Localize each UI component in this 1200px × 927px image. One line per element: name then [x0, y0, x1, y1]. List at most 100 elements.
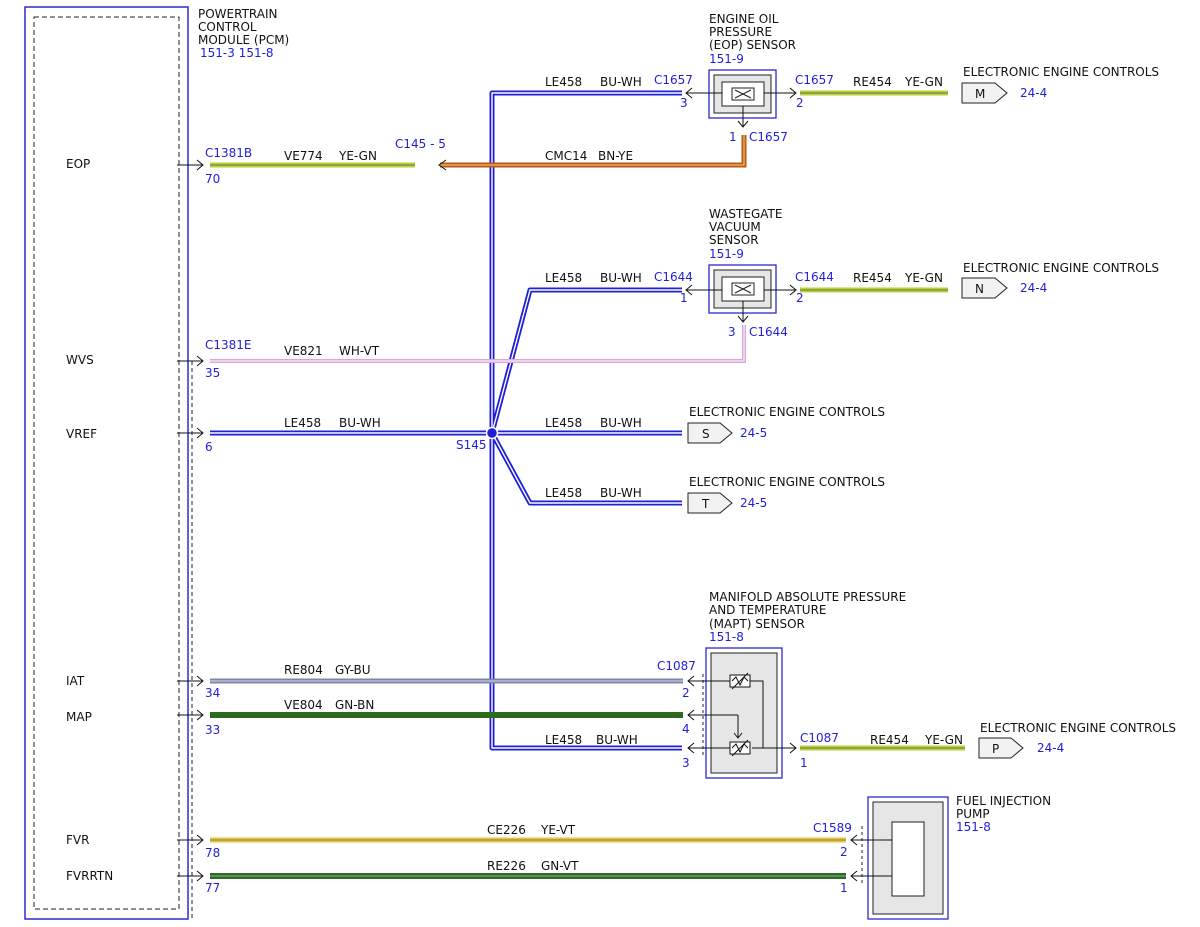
t-branch-color: BU-WH: [600, 486, 642, 500]
s-branch-circuit: LE458: [545, 416, 582, 430]
fuel-pump-pin-fvrrtn: 1: [840, 881, 848, 895]
eop-in-circuit: LE458: [545, 75, 582, 89]
splice-s145-label: S145: [456, 438, 487, 452]
pcm-title-line-2: CONTROL: [198, 20, 257, 34]
eop-sensor-conn-right: C1657: [795, 73, 834, 87]
eop-color: YE-GN: [338, 149, 377, 163]
mapt-pin-map: 4: [682, 722, 690, 736]
offpage-p-label: ELECTRONIC ENGINE CONTROLS: [980, 721, 1176, 735]
map-pin: 33: [205, 723, 220, 737]
offpage-t-ref: 24-5: [740, 496, 767, 510]
vref-pin: 6: [205, 440, 213, 454]
fuel-pump-pin-fvr: 2: [840, 845, 848, 859]
wvs-sensor-ref: 151-9: [709, 247, 744, 261]
pcm-title-line-1: POWERTRAIN: [198, 7, 278, 21]
pcm-pin-stubs: [177, 159, 204, 882]
fuel-pump-title-1: FUEL INJECTION: [956, 794, 1051, 808]
fvrrtn-color: GN-VT: [541, 859, 579, 873]
vref-harness: [210, 90, 682, 751]
offpage-s-label: ELECTRONIC ENGINE CONTROLS: [689, 405, 885, 419]
eop-sensor-title-3: (EOP) SENSOR: [709, 38, 796, 52]
offpage-t-connector: [687, 492, 733, 514]
wvs-wire: [210, 325, 746, 363]
wvs-sensor-conn-left: C1644: [654, 270, 693, 284]
fuel-pump-connector: C1589: [813, 821, 852, 835]
eop-sensor-title-1: ENGINE OIL: [709, 12, 779, 26]
eop-sensor-title-2: PRESSURE: [709, 25, 772, 39]
eop-out-color: YE-GN: [904, 75, 943, 89]
fvr-color: YE-VT: [540, 823, 576, 837]
fuel-pump-box: [850, 796, 949, 920]
eop-sensor-pin-left: 3: [680, 96, 688, 110]
mapt-pin-out: 1: [800, 756, 808, 770]
mapt-out-color: YE-GN: [924, 733, 963, 747]
eop-sensor-conn-bottom: C1657: [749, 130, 788, 144]
wvs-pin: 35: [205, 366, 220, 380]
eop-color-2: BN-YE: [598, 149, 633, 163]
wvs-sensor-title-2: VACUUM: [709, 220, 761, 234]
pin-label-fvrrtn: FVRRTN: [66, 869, 113, 883]
wvs-circuit: VE821: [284, 344, 323, 358]
eop-connector: C1381B: [205, 146, 252, 160]
offpage-m-ref: 24-4: [1020, 86, 1047, 100]
pin-label-eop: EOP: [66, 157, 90, 171]
wvs-sensor-pin-bottom: 3: [728, 325, 736, 339]
fuel-pump-title-2: PUMP: [956, 807, 990, 821]
fvrrtn-pin: 77: [205, 881, 220, 895]
wvs-in-color: BU-WH: [600, 271, 642, 285]
mapt-vref-color: BU-WH: [596, 733, 638, 747]
offpage-m-letter: M: [975, 87, 985, 101]
offpage-t-letter: T: [701, 497, 710, 511]
eop-circuit-2: CMC14: [545, 149, 587, 163]
wvs-color: WH-VT: [339, 344, 380, 358]
wvs-sensor-conn-right: C1644: [795, 270, 834, 284]
fuel-pump-ref: 151-8: [956, 820, 991, 834]
offpage-m-connector: [961, 82, 1008, 104]
eop-sensor-pin-right: 2: [796, 96, 804, 110]
offpage-n-label: ELECTRONIC ENGINE CONTROLS: [963, 261, 1159, 275]
pcm-refs: 151-3 151-8: [200, 46, 274, 60]
wvs-sensor-box: [685, 264, 797, 323]
wvs-in-circuit: LE458: [545, 271, 582, 285]
mapt-sensor-title-2: AND TEMPERATURE: [709, 603, 827, 617]
wvs-connector: C1381E: [205, 338, 252, 352]
mapt-out-circuit: RE454: [870, 733, 909, 747]
eop-pin: 70: [205, 172, 220, 186]
eop-sensor-conn-left: C1657: [654, 73, 693, 87]
mapt-sensor-conn-right: C1087: [800, 731, 839, 745]
mapt-vref-circuit: LE458: [545, 733, 582, 747]
pin-label-map: MAP: [66, 710, 92, 724]
map-color: GN-BN: [335, 698, 374, 712]
pin-label-iat: IAT: [66, 674, 85, 688]
fvr-pin: 78: [205, 846, 220, 860]
offpage-p-connector: [978, 737, 1024, 759]
wvs-sensor-conn-bottom: C1644: [749, 325, 788, 339]
eop-in-color: BU-WH: [600, 75, 642, 89]
fvr-circuit: CE226: [487, 823, 526, 837]
vref-color: BU-WH: [339, 416, 381, 430]
pin-label-wvs: WVS: [66, 353, 94, 367]
wvs-sensor-pin-right: 2: [796, 291, 804, 305]
offpage-s-letter: S: [702, 427, 710, 441]
wvs-sensor-title-1: WASTEGATE: [709, 207, 782, 221]
mapt-sensor-ref: 151-8: [709, 630, 744, 644]
fvrrtn-circuit: RE226: [487, 859, 526, 873]
wvs-out-circuit: RE454: [853, 271, 892, 285]
mapt-pin-iat: 2: [682, 686, 690, 700]
iat-color: GY-BU: [335, 663, 371, 677]
iat-pin: 34: [205, 686, 220, 700]
pcm-module: [24, 6, 193, 920]
eop-out-circuit: RE454: [853, 75, 892, 89]
wvs-out-color: YE-GN: [904, 271, 943, 285]
splice-s145: [485, 426, 499, 440]
pin-label-fvr: FVR: [66, 833, 89, 847]
mapt-sensor-box: [687, 647, 797, 779]
offpage-p-ref: 24-4: [1037, 741, 1064, 755]
t-branch-circuit: LE458: [545, 486, 582, 500]
mapt-sensor-title-1: MANIFOLD ABSOLUTE PRESSURE: [709, 590, 906, 604]
pcm-title-line-3: MODULE (PCM): [198, 33, 289, 47]
eop-wire: [210, 135, 747, 171]
vref-circuit: LE458: [284, 416, 321, 430]
eop-sensor-ref: 151-9: [709, 52, 744, 66]
eop-sensor-box: [685, 69, 797, 128]
